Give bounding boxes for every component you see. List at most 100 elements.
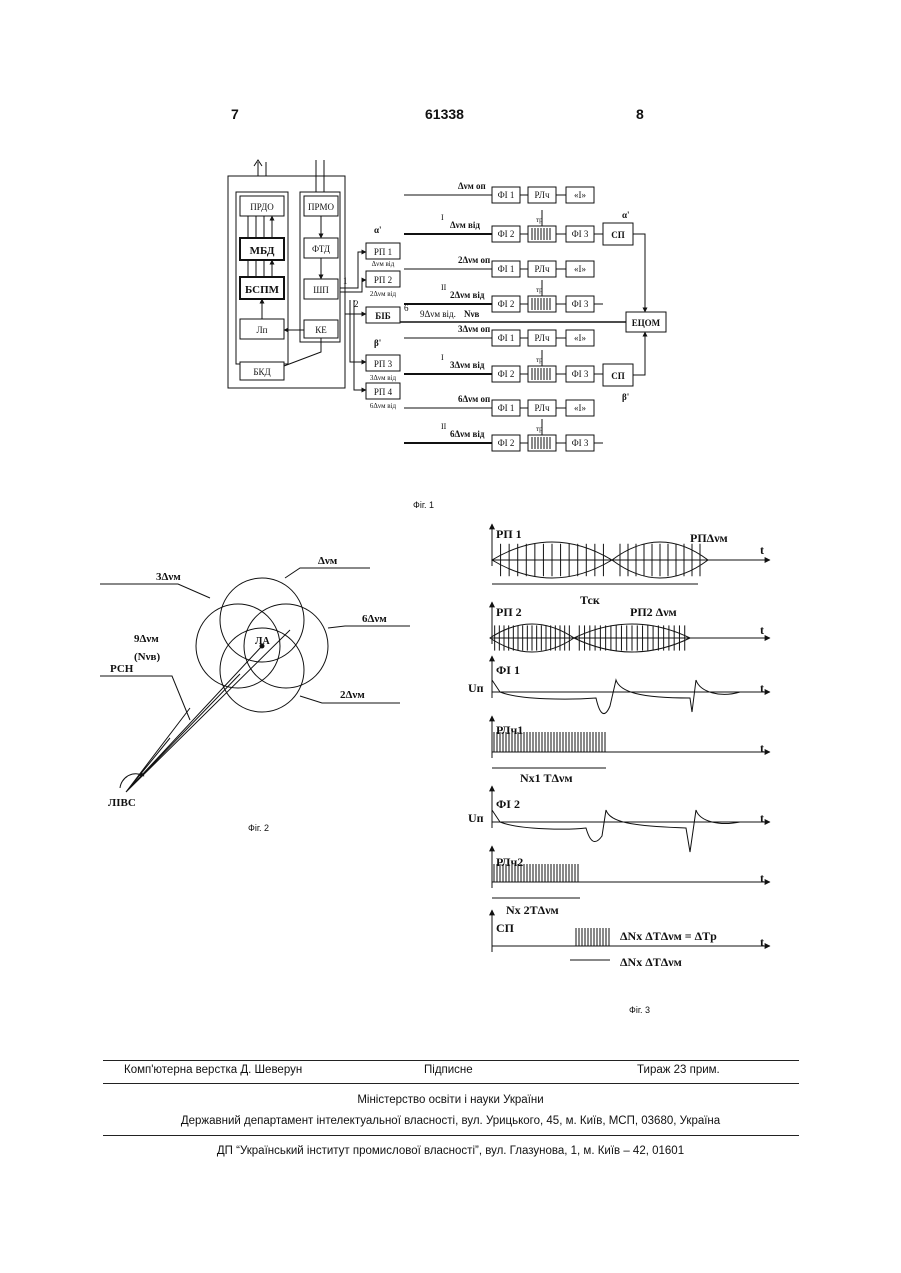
tr-label: тр [536, 425, 543, 433]
footer-subscription: Підписне [424, 1064, 473, 1076]
label-6: 6 [404, 303, 409, 313]
block-sp-upper: СП [611, 230, 625, 240]
block-bib: БІБ [375, 311, 390, 321]
row4-block2: «І» [574, 333, 586, 343]
row0-block0: ФІ 1 [498, 190, 515, 200]
label-3dv: 3Δνм [156, 571, 181, 583]
label-2dv: 2Δνм [340, 689, 365, 701]
row-label-5: 3Δνм від [450, 360, 485, 370]
row4-block0: ФІ 1 [498, 333, 515, 343]
label-eq2: ΔNx ΔTΔνм [620, 955, 682, 969]
row-label-3: 2Δνм від [450, 290, 485, 300]
fi-wave-0 [492, 680, 740, 714]
block-prmo: ПРМО [308, 202, 335, 212]
block-rp3: РП 3 [374, 359, 393, 369]
block-prdo: ПРДО [250, 202, 274, 212]
rp4-sub: 6Δνм від [370, 402, 397, 410]
label-beta-left: β' [374, 338, 381, 348]
label-dv: Δνм [318, 555, 338, 567]
label-alpha-right: α' [622, 210, 630, 220]
rp2-sub: 2Δνм від [370, 290, 397, 298]
footer-department: Державний департамент інтелектуальної вл… [0, 1115, 901, 1127]
row4-block1: РЛч [535, 333, 550, 343]
footer-layout: Комп'ютерна верстка Д. Шеверун [124, 1064, 302, 1076]
row6-block0: ФІ 1 [498, 403, 515, 413]
footer-rule-3 [103, 1135, 799, 1136]
block-shp: ШП [313, 285, 329, 295]
fig3-timing-diagram: РП 1 РПΔνм Тск РП 2 РП2 Δνм ФІ 1 Uп РЛч1… [460, 520, 790, 990]
label-tsk: Тск [580, 593, 600, 607]
bib-input: 9Δνм від. [420, 309, 456, 319]
t-axis-5: t [760, 811, 764, 825]
block-etsom: ЕЦОМ [632, 318, 661, 328]
label-2: 2 [354, 299, 359, 309]
row5-block0: ФІ 2 [498, 369, 515, 379]
t-axis-7: t [760, 935, 764, 949]
fig2-caption: Фіг. 2 [248, 823, 269, 833]
fig2-coverage-diagram: ЛА Δνм 3Δνм 6Δνм 9Δνм (Nνв) РСН 2Δνм ЛІВ… [100, 548, 420, 818]
fig3-caption: Фіг. 3 [629, 1005, 650, 1015]
tr-label: тр [536, 356, 543, 364]
block-rp1: РП 1 [374, 247, 392, 257]
t-axis-6: t [760, 871, 764, 885]
row1-block2: ФІ 3 [572, 229, 589, 239]
footer-rule-1 [103, 1060, 799, 1061]
row3-block2: ФІ 3 [572, 299, 589, 309]
block-ke: КЕ [315, 325, 327, 335]
roman-ii-lower: II [441, 422, 447, 431]
block-bspm: БСПМ [245, 284, 280, 296]
row2-block1: РЛч [535, 264, 550, 274]
label-rp2: РП 2 [496, 605, 522, 619]
row-label-1: Δνм від [450, 220, 480, 230]
footer-ministry: Міністерство освіти і науки України [0, 1094, 901, 1106]
bib-nv: Nνв [464, 309, 480, 319]
label-rlch2: РЛч2 [496, 855, 523, 869]
label-1: 1 [343, 276, 348, 286]
row1-block0: ФІ 2 [498, 229, 515, 239]
row0-block1: РЛч [535, 190, 550, 200]
label-6dv: 6Δνм [362, 613, 387, 625]
label-rp1: РП 1 [496, 527, 522, 541]
label-nvv: (Nνв) [134, 651, 160, 663]
label-nx2: Nx 2TΔνм [506, 903, 559, 917]
row-label-6: 6Δνм оп [458, 394, 490, 404]
roman-i-upper: I [441, 213, 444, 222]
t-axis-2: t [760, 623, 764, 637]
label-un-2: Uп [468, 811, 484, 825]
row-label-4: 3Δνм оп [458, 324, 490, 334]
row-label-2: 2Δνм оп [458, 255, 490, 265]
t-axis-4: t [760, 741, 764, 755]
rp1-sub: Δνм від [372, 260, 395, 268]
row5-block2: ФІ 3 [572, 369, 589, 379]
row2-block2: «І» [574, 264, 586, 274]
footer-print-run: Тираж 23 прим. [637, 1064, 720, 1076]
row-label-7: 6Δνм від [450, 429, 485, 439]
fig1-block-diagram: ПРДО МБД БСПМ Лп ПРМО ФТД ШП КЕ БКД РП 1… [0, 0, 901, 520]
row6-block1: РЛч [535, 403, 550, 413]
label-la: ЛА [255, 636, 270, 647]
tr-label: тр [536, 216, 543, 224]
label-rsn: РСН [110, 663, 134, 675]
label-sp: СП [496, 921, 515, 935]
roman-i-lower: I [441, 353, 444, 362]
block-rp2: РП 2 [374, 275, 392, 285]
label-rlch1: РЛч1 [496, 723, 523, 737]
t-axis-1: t [760, 543, 764, 557]
label-alpha-left: α' [374, 225, 382, 235]
fi-wave-1 [492, 810, 740, 852]
t-axis-3: t [760, 681, 764, 695]
row7-block0: ФІ 2 [498, 438, 515, 448]
footer-institute: ДП “Український інститут промислової вла… [0, 1145, 901, 1157]
label-livs: ЛІВС [108, 797, 136, 809]
row7-block2: ФІ 3 [572, 438, 589, 448]
label-beta-right: β' [622, 392, 629, 402]
fig1-caption: Фіг. 1 [413, 500, 434, 510]
block-mbd: МБД [250, 245, 275, 257]
block-bkd: БКД [253, 367, 270, 377]
row-label-0: Δνм оп [458, 181, 486, 191]
label-eq1: ΔNx ΔTΔνм = ΔTр [620, 929, 717, 943]
label-fi1: ФІ 1 [496, 663, 520, 677]
row2-block0: ФІ 1 [498, 264, 515, 274]
footer-rule-2 [103, 1083, 799, 1084]
tr-label: тр [536, 286, 543, 294]
